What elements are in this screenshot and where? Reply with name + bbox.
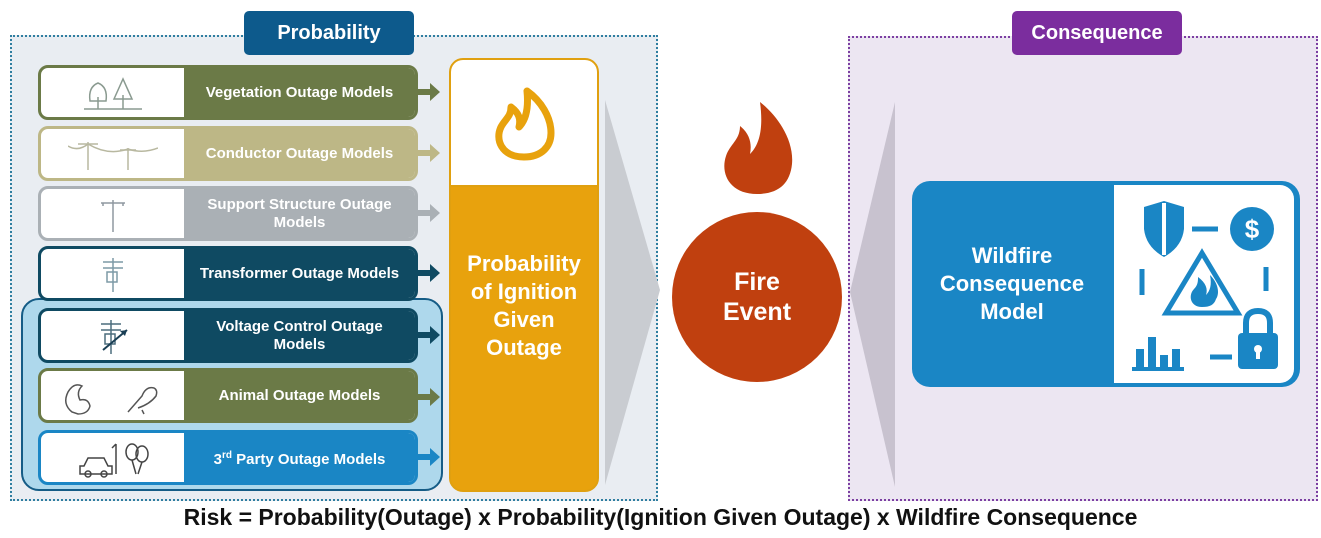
transformer-outage-model: Transformer Outage Models	[38, 246, 418, 301]
model-label: Voltage Control Outage Models	[184, 311, 415, 360]
arrow-right-icon	[418, 448, 440, 466]
voltage-control-outage-model: Voltage Control Outage Models	[38, 308, 418, 363]
fire-hazard-icon	[1161, 248, 1243, 316]
arrow-right-icon	[418, 204, 440, 222]
support-structure-outage-model: Support Structure Outage Models	[38, 186, 418, 241]
squirrel-bird-icon	[41, 371, 184, 420]
risk-formula: Risk = Probability(Outage) x Probability…	[183, 504, 1138, 530]
arrow-right-icon	[418, 83, 440, 101]
bar-chart-icon	[1132, 337, 1184, 371]
model-label: Animal Outage Models	[184, 371, 415, 420]
probability-tag: Probability	[244, 11, 414, 55]
lock-icon	[1238, 307, 1278, 369]
model-label: Conductor Outage Models	[184, 129, 415, 178]
chevron-left-shape	[850, 102, 895, 487]
car-balloon-icon	[41, 433, 184, 482]
third-party-outage-model: 3rd Party Outage Models	[38, 430, 418, 485]
transformer-icon	[41, 249, 184, 298]
shield-icon	[1144, 201, 1184, 257]
conductor-outage-model: Conductor Outage Models	[38, 126, 418, 181]
consequence-icons: $	[1114, 185, 1294, 383]
consequence-tag: Consequence	[1012, 11, 1182, 55]
arrow-right-icon	[418, 388, 440, 406]
dollar-icon: $	[1230, 207, 1274, 251]
model-label: 3rd Party Outage Models	[184, 433, 415, 482]
animal-outage-model: Animal Outage Models	[38, 368, 418, 423]
trees-icon	[41, 68, 184, 117]
flame-outline-icon	[451, 60, 597, 187]
model-label: Support Structure Outage Models	[184, 189, 415, 238]
arrow-right-icon	[418, 326, 440, 344]
vegetation-outage-model: Vegetation Outage Models	[38, 65, 418, 120]
pole-icon	[41, 189, 184, 238]
model-label: Transformer Outage Models	[184, 249, 415, 298]
voltage-regulator-icon	[41, 311, 184, 360]
arrow-right-icon	[418, 144, 440, 162]
flame-icon	[724, 102, 793, 194]
model-label: Vegetation Outage Models	[184, 68, 415, 117]
power-lines-icon	[41, 129, 184, 178]
chevron-right-shape	[605, 100, 660, 485]
svg-text:$: $	[1245, 214, 1260, 244]
arrow-right-icon	[418, 264, 440, 282]
